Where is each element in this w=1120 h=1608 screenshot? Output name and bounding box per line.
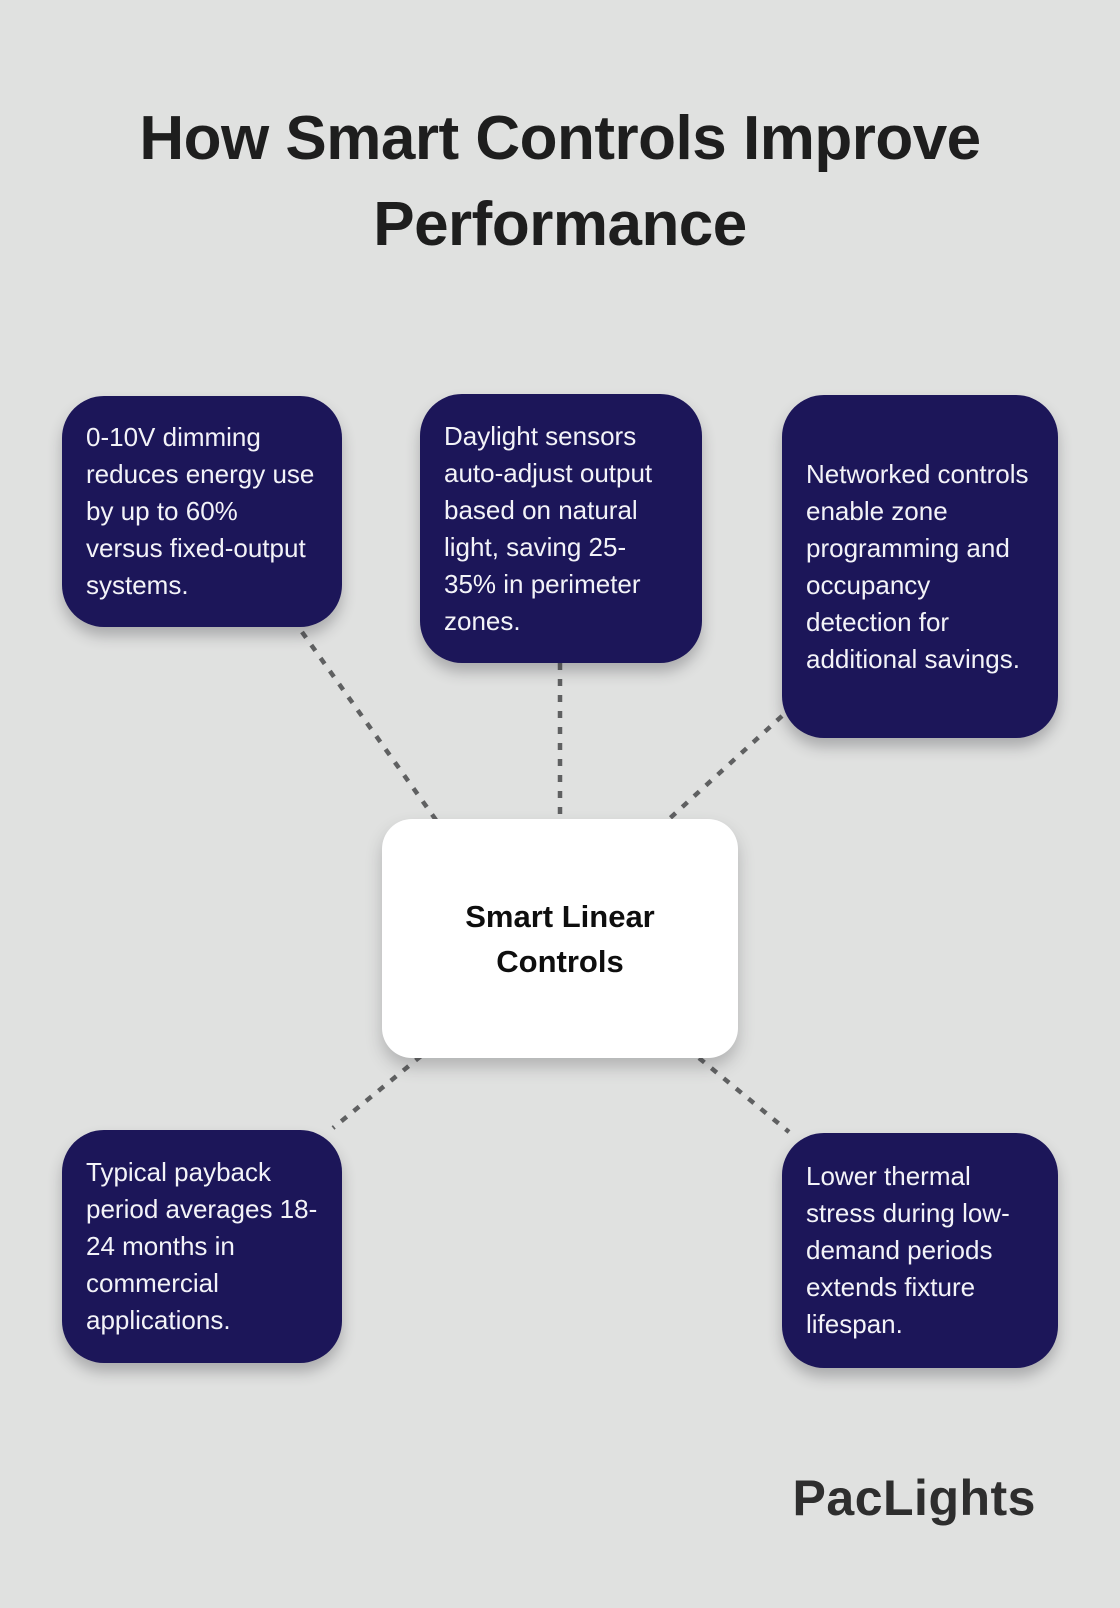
benefit-node-daylight-sensors-text: Daylight sensors auto-adjust output base… bbox=[444, 420, 653, 636]
connector-top-left bbox=[300, 630, 438, 822]
page-title: How Smart Controls Improve Performance bbox=[0, 96, 1120, 268]
benefit-node-networked-controls: Networked controls enable zone programmi… bbox=[782, 395, 1058, 738]
connector-top-right bbox=[666, 714, 784, 822]
page-title-line1: How Smart Controls Improve bbox=[139, 104, 981, 173]
benefit-node-thermal-stress-text: Lower thermal stress during low-demand p… bbox=[806, 1161, 1010, 1339]
benefit-node-thermal-stress: Lower thermal stress during low-demand p… bbox=[782, 1133, 1058, 1368]
central-node-smart-linear-controls: Smart Linear Controls bbox=[382, 819, 738, 1058]
benefit-node-networked-controls-text: Networked controls enable zone programmi… bbox=[806, 458, 1029, 674]
page-title-line2: Performance bbox=[373, 190, 747, 259]
benefit-node-dimming-text: 0-10V dimming reduces energy use by up t… bbox=[86, 422, 315, 600]
central-node-label: Smart Linear Controls bbox=[465, 898, 655, 979]
benefit-node-daylight-sensors: Daylight sensors auto-adjust output base… bbox=[420, 394, 702, 663]
paclights-logo: PacLights bbox=[792, 1470, 1036, 1526]
benefit-node-dimming: 0-10V dimming reduces energy use by up t… bbox=[62, 396, 342, 627]
benefit-node-payback: Typical payback period averages 18-24 mo… bbox=[62, 1130, 342, 1363]
benefit-node-payback-text: Typical payback period averages 18-24 mo… bbox=[86, 1157, 318, 1335]
connector-bottom-left bbox=[331, 1054, 423, 1130]
connector-bottom-right bbox=[697, 1056, 791, 1134]
